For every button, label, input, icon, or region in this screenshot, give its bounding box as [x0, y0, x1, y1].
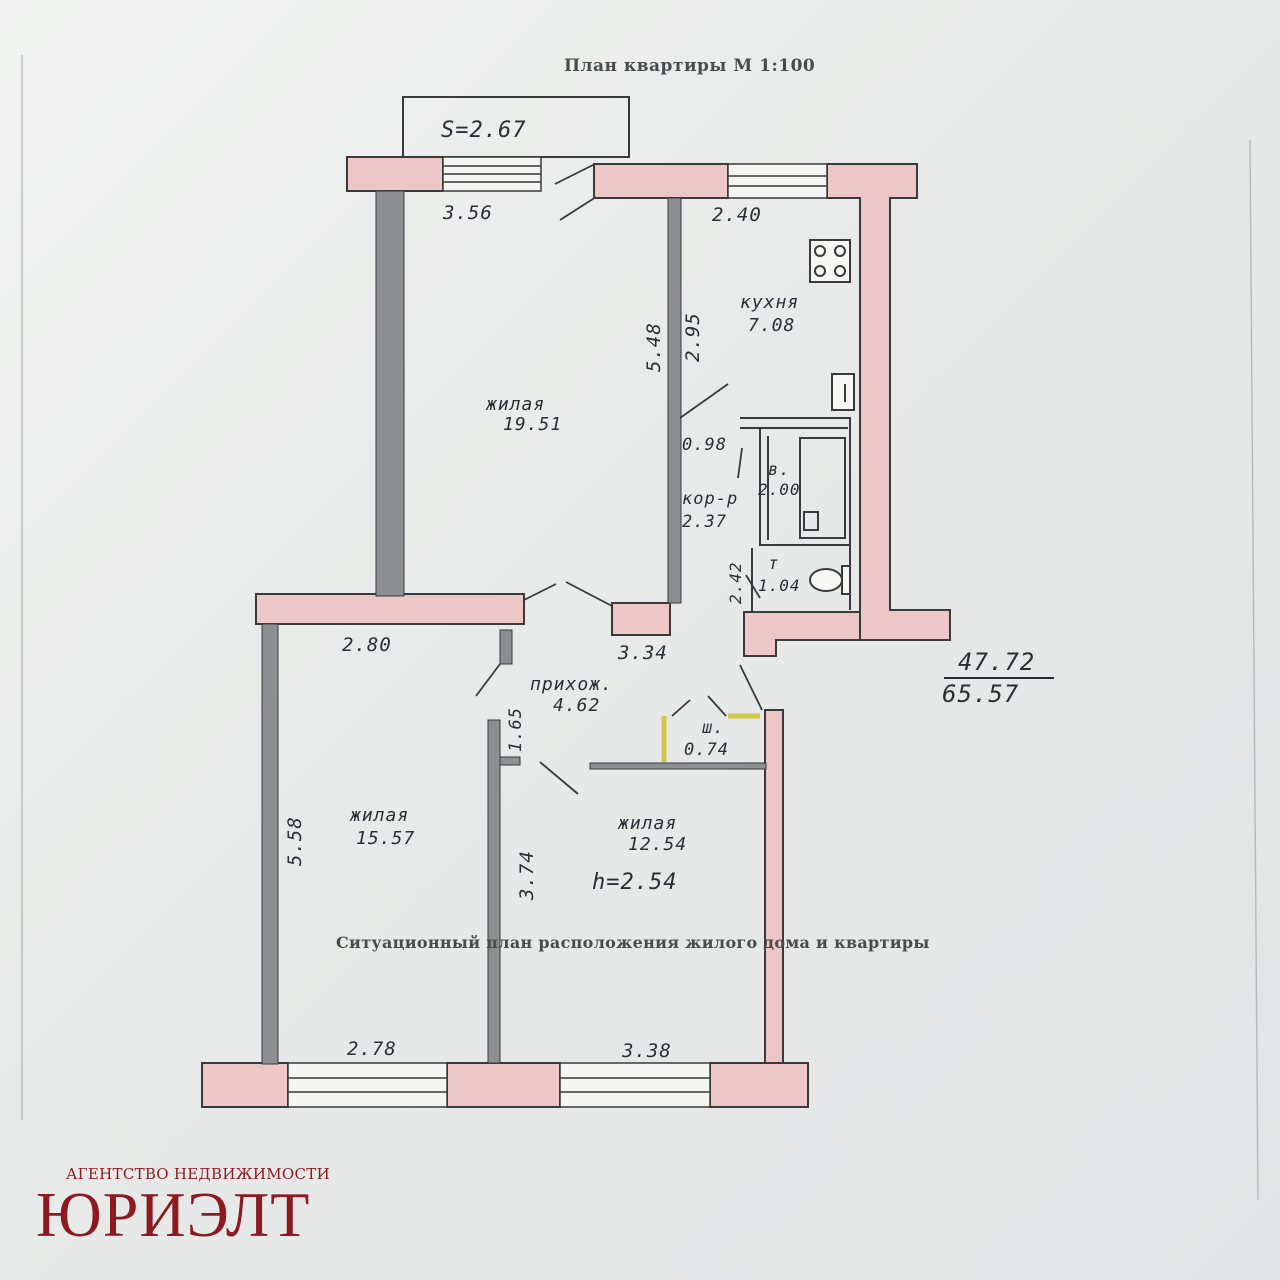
- partition-closet: [589, 762, 767, 770]
- living-area-total: 47.72: [958, 648, 1036, 676]
- stove-icon: [809, 239, 851, 283]
- living-room-big-area: 19.51: [503, 414, 563, 435]
- plan-title: План квартиры М 1:100: [564, 56, 816, 76]
- closet-doors: [661, 713, 760, 762]
- balcony-area-label: S=2.67: [441, 118, 527, 143]
- window-top-right: [727, 163, 828, 199]
- wall-top-left: [346, 156, 444, 192]
- living-room-big-name: жилая: [486, 394, 546, 415]
- wall-right-lower: [764, 709, 784, 1066]
- partition-left-upper: [375, 190, 405, 597]
- hallway-name: прихож.: [530, 674, 613, 695]
- living-room-right-name: жилая: [618, 813, 678, 834]
- bathroom-name: в.: [768, 460, 791, 480]
- agency-brand-name: ЮРИЭЛТ: [36, 1179, 311, 1250]
- window-bottom-left: [287, 1062, 448, 1108]
- corridor-area: 2.37: [682, 512, 727, 532]
- closet-area: 0.74: [684, 740, 729, 760]
- partition-kitchen: [667, 197, 682, 604]
- partition-door-stub: [499, 629, 513, 665]
- sink-icon: [831, 373, 855, 411]
- partition-hall-stub: [499, 756, 521, 766]
- exterior-walls: [201, 156, 951, 1108]
- dim-top-left: 3.56: [443, 202, 493, 224]
- wall-middle-left: [255, 593, 525, 625]
- dim-vertical-558: 5.58: [284, 816, 306, 866]
- dim-vertical-295: 2.95: [682, 312, 704, 362]
- bathroom-walls: [740, 417, 851, 612]
- dim-middle-right: 3.34: [618, 642, 668, 664]
- living-room-right-area: 12.54: [628, 834, 688, 855]
- living-room-left-name: жилая: [350, 805, 410, 826]
- wall-bottom-mid: [446, 1062, 561, 1108]
- window-bottom-right: [559, 1062, 711, 1108]
- dim-vertical-242: 2.42: [726, 561, 745, 604]
- wall-bottom-right: [709, 1062, 809, 1108]
- wall-bath-corner: [743, 611, 861, 657]
- toilet-name: т: [768, 554, 780, 574]
- agency-tagline: АГЕНТСТВО НЕДВИЖИМОСТИ: [66, 1165, 330, 1183]
- toilet-area: 1.04: [758, 576, 801, 595]
- totals-divider: [944, 677, 1054, 679]
- dim-top-right: 2.40: [712, 204, 762, 226]
- wall-right: [826, 163, 951, 641]
- dim-vertical-548: 5.48: [643, 322, 665, 372]
- wall-middle-stub: [611, 602, 671, 636]
- wall-top-mid: [593, 163, 729, 199]
- situation-plan-title: Ситуационный план расположения жилого до…: [336, 933, 930, 952]
- dim-bottom-right: 3.38: [622, 1040, 672, 1062]
- bath-fixture-icon: [803, 511, 819, 531]
- paper-edge-lines: [21, 55, 1259, 1201]
- dim-bottom-left: 2.78: [347, 1038, 397, 1060]
- partition-walls: [261, 190, 767, 1065]
- partition-left-lower: [261, 623, 279, 1065]
- dim-vertical-374: 3.74: [516, 850, 538, 900]
- dim-middle-left: 2.80: [342, 634, 392, 656]
- living-room-left-area: 15.57: [356, 828, 416, 849]
- door-swings: [475, 163, 763, 795]
- ceiling-height-label: h=2.54: [592, 870, 678, 895]
- window-top-left: [442, 156, 542, 192]
- kitchen-area: 7.08: [748, 315, 796, 336]
- kitchen-name: кухня: [740, 292, 800, 313]
- total-area: 65.57: [942, 680, 1020, 708]
- toilet-icon: [809, 565, 851, 595]
- hallway-area: 4.62: [553, 695, 601, 716]
- dim-vertical-165: 1.65: [506, 707, 526, 752]
- partition-center-lower: [487, 719, 501, 1064]
- windows: [287, 156, 828, 1108]
- corridor-name: кор-р: [682, 489, 739, 509]
- bathroom-area: 2.00: [758, 480, 801, 499]
- closet-name: ш.: [702, 718, 725, 738]
- wall-bottom-left: [201, 1062, 289, 1108]
- dim-corridor-width: 0.98: [682, 435, 727, 455]
